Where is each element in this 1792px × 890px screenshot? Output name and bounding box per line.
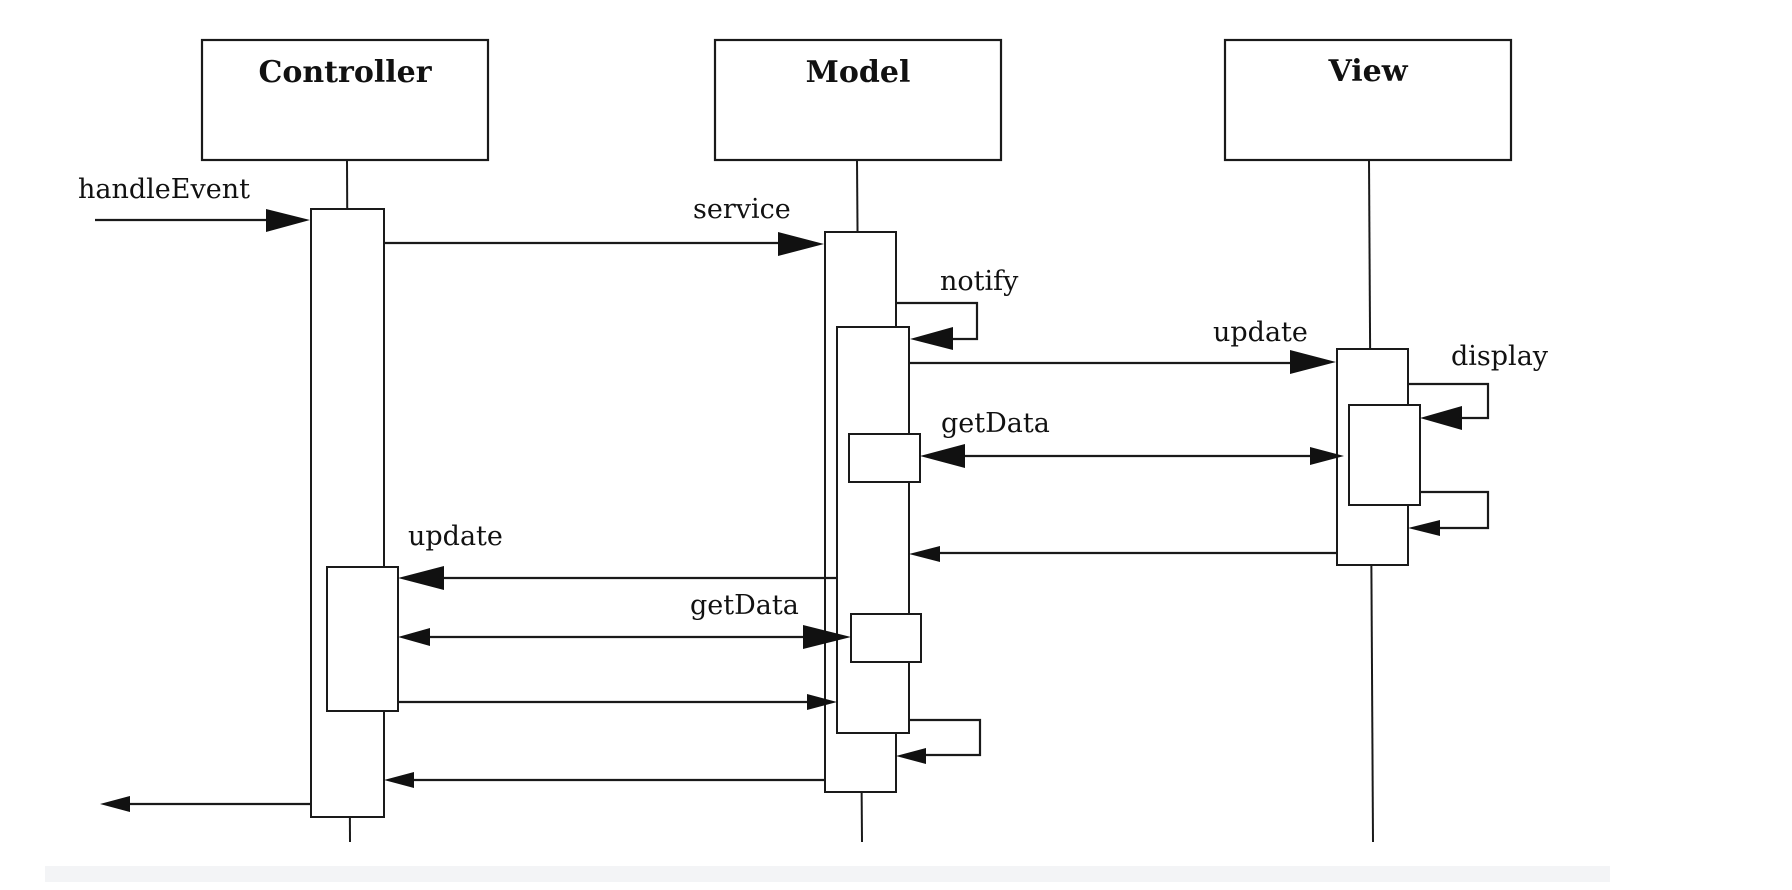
lifeline-box-view [1223, 38, 1513, 162]
message-service: service [384, 194, 824, 256]
arrowhead-left-icon [909, 546, 940, 562]
arrowhead-right-icon [807, 694, 837, 710]
activation-view-display [1348, 404, 1421, 506]
arrowhead-right-icon [266, 209, 310, 232]
arrowhead-right-icon [778, 232, 824, 256]
message-handle-event: handleEvent [78, 174, 310, 232]
lifeline-box-controller [200, 38, 490, 162]
message-label-notify: notify [940, 266, 1019, 297]
arrowhead-right-icon [1290, 350, 1336, 374]
activation-model-notify [836, 326, 910, 734]
message-notify-return [896, 718, 982, 764]
arrowhead-left-icon [1408, 520, 1440, 536]
message-label-handle-event: handleEvent [78, 174, 250, 205]
arrowhead-left-icon [384, 772, 414, 788]
message-service-return [384, 772, 825, 788]
message-label-update-view: update [1213, 317, 1308, 348]
message-update-view-return [909, 546, 1337, 562]
message-label-update-controller: update [408, 521, 503, 552]
arrowhead-left-icon [398, 566, 444, 590]
lifeline-title-view: View [1327, 54, 1408, 89]
lifeline-model: Model [713, 38, 1003, 843]
message-label-get-data-controller: getData [690, 590, 799, 621]
message-label-service: service [693, 194, 791, 225]
arrowhead-left-icon [1420, 406, 1462, 430]
lifeline-title-controller: Controller [258, 55, 432, 90]
arrowhead-left-icon [896, 748, 926, 764]
message-get-data-controller: getData [398, 590, 851, 649]
message-label-display: display [1451, 341, 1549, 372]
message-display: display [1408, 341, 1549, 430]
arrowhead-left-icon [910, 327, 953, 350]
message-get-data-view: getData [920, 408, 1344, 468]
arrowhead-left-icon [920, 444, 965, 468]
activation-controller-main [310, 208, 385, 818]
message-label-get-data-view: getData [941, 408, 1050, 439]
arrowhead-right-icon [1310, 447, 1344, 465]
activation-model-getdata-controller [850, 613, 922, 663]
lifeline-title-model: Model [806, 55, 911, 90]
activation-model-getdata-view [848, 433, 921, 483]
message-update-controller: update [398, 521, 837, 590]
activation-controller-update [326, 566, 399, 712]
message-update-view: update [909, 317, 1336, 374]
arrowhead-left-icon [100, 796, 130, 812]
message-get-data-controller-return [398, 694, 837, 710]
message-display-return [1408, 490, 1490, 536]
lifeline-controller: Controller [200, 38, 490, 843]
message-handle-event-return [100, 796, 311, 812]
arrowhead-right-icon [803, 625, 851, 649]
arrowhead-left-icon [398, 628, 430, 646]
message-notify: notify [896, 266, 1019, 350]
page-footer-strip [45, 866, 1610, 882]
